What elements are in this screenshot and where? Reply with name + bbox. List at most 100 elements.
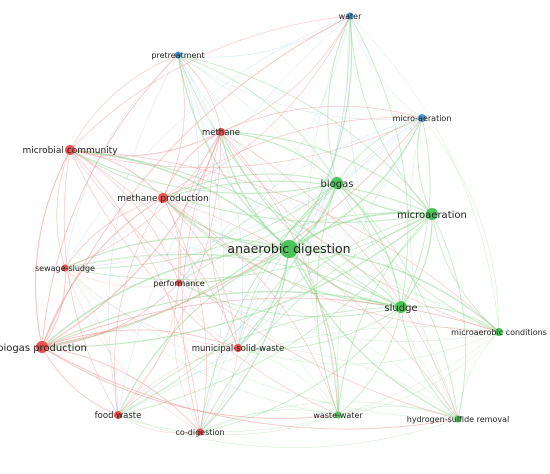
node-microaerobic-conditions[interactable] <box>495 328 503 336</box>
edge-pretreatment-municipal_solid_waste <box>177 54 244 349</box>
edge-microaeration-municipal_solid_waste <box>237 213 433 349</box>
edge-pretreatment-biogas_production <box>41 54 179 348</box>
edge-sludge-sewage_sludge <box>64 253 402 308</box>
edge-biogas-hydrogen_sulfide_removal <box>336 182 459 420</box>
edge-hydrogen_sulfide_removal-sewage_sludge <box>64 267 459 420</box>
edge-methane-sewage_sludge <box>64 131 222 269</box>
edge-pretreatment-methane <box>177 54 222 133</box>
edge-waste_water-food_waste <box>117 414 339 435</box>
node-performance[interactable] <box>175 279 183 287</box>
edge-pretreatment-co_digestion <box>177 54 224 433</box>
edge-microaerobic_conditions-methane_production <box>162 197 500 333</box>
edge-hydrogen_sulfide_removal-waste_water <box>337 405 459 420</box>
edge-waste_water-pretreatment <box>177 54 339 416</box>
edge-microaerobic_conditions-micro_aeration <box>421 117 500 333</box>
edge-sludge-microbial_community <box>69 149 402 308</box>
node-label-water: water <box>339 12 363 21</box>
edge-waste_water-biogas_production <box>41 346 339 419</box>
edge-biogas-micro_aeration <box>336 117 423 184</box>
node-label-sewage-sludge: sewage-sludge <box>35 264 95 273</box>
edge-microaerobic_conditions-biogas_production <box>41 297 500 348</box>
edge-sludge-waste_water <box>337 306 402 416</box>
edge-micro_aeration-methane_production <box>162 117 423 199</box>
node-microbial-community[interactable] <box>65 145 75 155</box>
node-label-food-waste: food waste <box>95 411 142 421</box>
edge-sludge-pretreatment <box>177 54 402 308</box>
edge-biogas-methane <box>220 131 338 184</box>
node-waste-water[interactable] <box>334 411 342 419</box>
edge-sludge-biogas_production <box>41 290 402 348</box>
edge-biogas-biogas_production <box>41 182 338 348</box>
edge-microaeration-waste_water <box>337 213 433 416</box>
edge-biogas-microaeration <box>336 182 433 215</box>
edge-micro_aeration-food_waste <box>117 117 423 416</box>
node-co-digestion[interactable] <box>196 428 204 436</box>
edge-biogas-microaerobic_conditions <box>336 182 500 333</box>
node-microaeration[interactable] <box>426 208 438 220</box>
node-sewage-sludge[interactable] <box>61 264 69 272</box>
node-label-biogas: biogas <box>321 179 354 190</box>
edge-methane-food_waste <box>117 131 222 416</box>
edge-waste_water-municipal_solid_waste <box>237 347 339 416</box>
edge-anaerobic_digestion-hydrogen_sulfide_removal <box>288 248 459 420</box>
edge-pretreatment-micro_aeration <box>177 54 423 120</box>
node-micro-aeration[interactable] <box>418 114 426 122</box>
node-biogas[interactable] <box>331 177 343 189</box>
edge-pretreatment-food_waste <box>108 54 179 416</box>
node-biogas-production[interactable] <box>36 341 48 353</box>
edge-water-municipal_solid_waste <box>237 15 351 349</box>
edge-hydrogen_sulfide_removal-methane <box>220 131 459 420</box>
edge-hydrogen_sulfide_removal-food_waste <box>117 414 459 448</box>
edge-methane-performance <box>178 131 222 284</box>
node-food-waste[interactable] <box>114 411 122 419</box>
edge-water-methane <box>220 15 351 133</box>
edge-sludge-methane <box>220 131 402 308</box>
edge-microbial_community-methane_production <box>69 149 164 199</box>
edge-anaerobic_digestion-water <box>288 15 353 250</box>
edge-municipal_solid_waste-co_digestion <box>199 347 239 433</box>
edge-pretreatment-sewage_sludge <box>64 54 179 269</box>
node-label-pretreatment: pretreatment <box>151 51 204 60</box>
node-sludge[interactable] <box>395 301 407 313</box>
edge-micro_aeration-sewage_sludge <box>64 117 423 269</box>
edges-layer <box>35 15 500 448</box>
edge-anaerobic_digestion-biogas_production <box>41 248 290 348</box>
edge-sludge-hydrogen_sulfide_removal <box>400 306 459 420</box>
edge-methane_production-food_waste <box>114 197 164 416</box>
node-label-performance: performance <box>153 279 204 288</box>
edge-sewage_sludge-food_waste <box>64 267 119 416</box>
edge-microaeration-sewage_sludge <box>64 213 433 280</box>
labels-layer: anaerobic digestionbiogasmicroaerationsl… <box>0 12 547 437</box>
node-pretreatment[interactable] <box>174 51 182 59</box>
edge-pretreatment-methane_production <box>162 54 185 199</box>
edge-microaeration-microbial_community <box>69 149 433 223</box>
edge-microaeration-microaerobic_conditions <box>431 213 500 333</box>
nodes-layer <box>36 12 503 436</box>
edge-methane-biogas_production <box>41 131 222 348</box>
node-label-municipal-solid-waste: municipal-solid-waste <box>192 344 284 354</box>
node-methane-production[interactable] <box>158 193 168 203</box>
edge-pretreatment-microbial_community <box>69 54 179 151</box>
node-anaerobic-digestion[interactable] <box>280 240 298 258</box>
edge-performance-biogas_production <box>41 282 180 348</box>
node-label-biogas-production: biogas production <box>0 343 87 354</box>
node-water[interactable] <box>346 12 354 20</box>
edge-performance-food_waste <box>117 282 180 416</box>
edge-anaerobic_digestion-sludge <box>288 248 402 308</box>
edge-municipal_solid_waste-food_waste <box>117 347 239 416</box>
edge-food_waste-co_digestion <box>117 414 201 434</box>
edge-waste_water-sewage_sludge <box>64 267 339 416</box>
edge-sewage_sludge-municipal_solid_waste <box>64 267 239 349</box>
edge-hydrogen_sulfide_removal-biogas_production <box>41 346 459 430</box>
node-hydrogen-sulfide-removal[interactable] <box>454 415 462 423</box>
node-methane[interactable] <box>217 128 225 136</box>
node-municipal-solid-waste[interactable] <box>234 344 242 352</box>
edge-microaerobic_conditions-microbial_community <box>69 149 500 333</box>
edge-biogas-pretreatment <box>177 54 338 184</box>
edge-biogas-methane_production <box>162 173 338 199</box>
edge-microaerobic_conditions-water <box>349 15 500 333</box>
node-label-microaerobic-conditions: microaerobic conditions <box>451 328 547 337</box>
edge-waste_water-water <box>307 15 351 416</box>
edge-waste_water-micro_aeration <box>336 117 423 416</box>
edge-microaeration-methane_production <box>162 180 433 215</box>
